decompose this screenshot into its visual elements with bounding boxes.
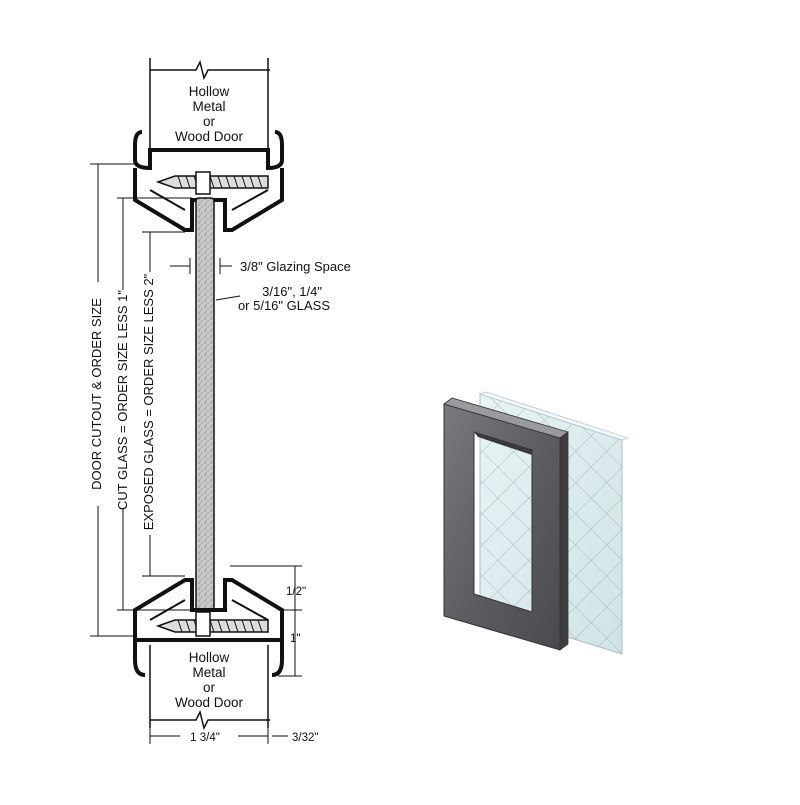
top-door-label-line-4: Wood Door: [175, 129, 244, 144]
screw-icon: [155, 611, 269, 637]
door-width-label: 1 3/4": [190, 732, 220, 744]
bottom-dimensions: 1 3/4" 3/32": [149, 728, 318, 744]
glass-thickness-line-1: 3/16", 1/4": [262, 284, 322, 299]
bottom-door-label-line-4: Wood Door: [175, 695, 244, 710]
bottom-door: Hollow Metal or Wood Door: [149, 645, 270, 731]
top-door-label-line-3: or: [203, 114, 216, 129]
glazing-space-label: 3/8" Glazing Space: [240, 259, 351, 274]
bottom-door-label-line-3: or: [203, 680, 216, 695]
door-cutout-dimension: DOOR CUTOUT & ORDER SIZE: [89, 163, 135, 637]
screw-icon: [155, 171, 269, 195]
glass-thickness-callout: 3/16", 1/4" or 5/16" GLASS: [215, 284, 330, 313]
glazing-space-callout: 3/8" Glazing Space: [170, 258, 351, 274]
window-frame-product: [443, 397, 569, 651]
gap-label: 3/32": [292, 732, 318, 744]
glass-pane-section: [195, 197, 215, 611]
cut-glass-label: CUT GLASS = ORDER SIZE LESS 1": [115, 290, 130, 510]
top-door-label-line-2: Metal: [192, 99, 225, 114]
cut-glass-dimension: CUT GLASS = ORDER SIZE LESS 1": [115, 197, 192, 611]
bottom-door-label-line-1: Hollow: [189, 650, 230, 665]
right-dimensions: 1/2" 1": [230, 565, 306, 677]
door-cutout-label: DOOR CUTOUT & ORDER SIZE: [89, 298, 104, 490]
top-door: Hollow Metal or Wood Door: [149, 58, 270, 150]
bottom-door-label-line-2: Metal: [192, 665, 225, 680]
top-door-label-line-1: Hollow: [189, 84, 230, 99]
glass-thickness-line-2: or 5/16" GLASS: [238, 298, 330, 313]
exposed-glass-label: EXPOSED GLASS = ORDER SIZE LESS 2": [141, 273, 156, 530]
half-inch-label: 1/2": [286, 586, 306, 598]
one-inch-label: 1": [290, 633, 300, 645]
exposed-glass-dimension: EXPOSED GLASS = ORDER SIZE LESS 2": [141, 231, 185, 577]
